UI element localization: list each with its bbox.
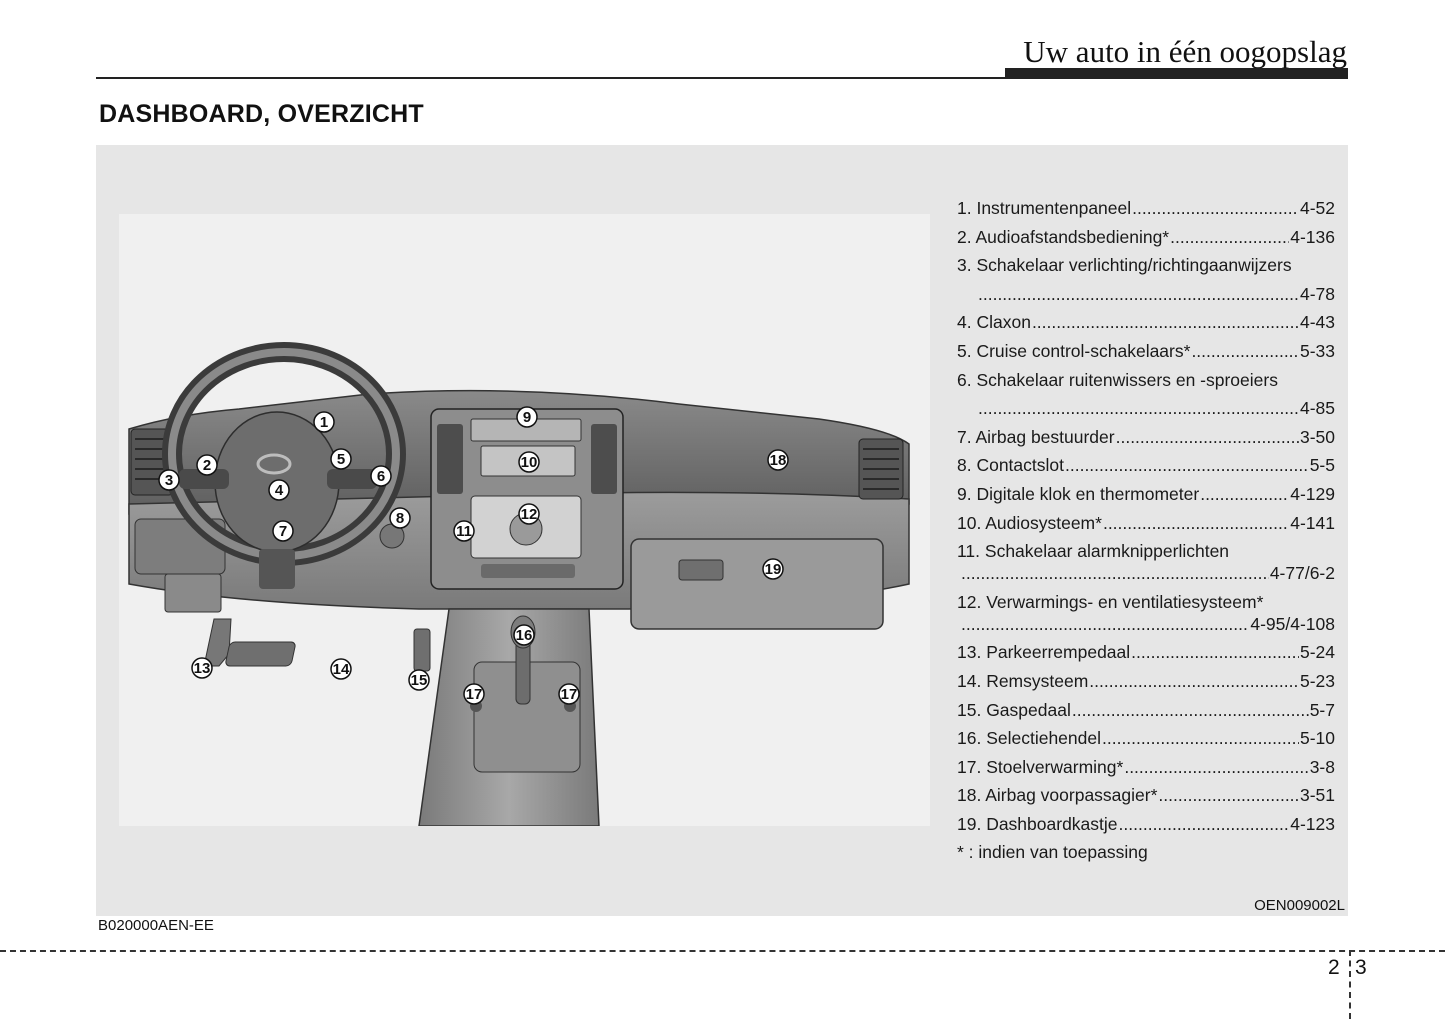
callout-5: 5 (330, 448, 352, 470)
brake-pedal (225, 641, 296, 667)
dashboard-drawing: 1 2 3 4 5 6 7 8 9 10 11 12 13 14 15 16 1… (128, 342, 910, 827)
legend-item-9: 9. Digitale klok en thermometer4-129 (957, 484, 1335, 513)
svg-text:2: 2 (203, 457, 211, 474)
svg-text:8: 8 (396, 510, 404, 527)
svg-text:11: 11 (456, 523, 472, 540)
chapter-title: Uw auto in één oogopslag (1023, 34, 1347, 69)
legend-item-1: 1. Instrumentenpaneel4-52 (957, 198, 1335, 227)
section-title: DASHBOARD, OVERZICHT (99, 100, 424, 128)
svg-text:19: 19 (765, 561, 782, 578)
svg-text:1: 1 (320, 414, 328, 431)
callout-4: 4 (268, 479, 290, 501)
callout-19: 19 (762, 558, 784, 580)
legend-item-18: 18. Airbag voorpassagier*3-51 (957, 785, 1335, 814)
callout-2: 2 (196, 454, 218, 476)
svg-text:12: 12 (521, 506, 538, 523)
callout-9: 9 (516, 406, 538, 428)
callout-17-right: 17 (558, 683, 580, 705)
callout-3: 3 (158, 469, 180, 491)
legend-item-11: 11. Schakelaar alarmknipperlichten (957, 541, 1230, 562)
svg-text:6: 6 (377, 468, 385, 485)
legend-item-19: 19. Dashboardkastje4-123 (957, 814, 1335, 843)
legend-note: * : indien van toepassing (957, 842, 1148, 863)
callout-17-left: 17 (463, 683, 485, 705)
document-code: B020000AEN-EE (98, 917, 214, 934)
legend-item-15: 15. Gaspedaal5-7 (957, 700, 1335, 729)
legend-item-12: 12. Verwarmings- en ventilatiesysteem* (957, 591, 1264, 612)
svg-text:16: 16 (516, 627, 533, 644)
callout-13: 13 (191, 657, 213, 679)
legend-item-14: 14. Remsysteem5-23 (957, 671, 1335, 700)
callout-18: 18 (767, 449, 789, 471)
callout-16: 16 (513, 624, 535, 646)
legend-item-6-page: 4-85 (957, 398, 1335, 427)
header-bar (1005, 68, 1348, 78)
callout-10: 10 (518, 451, 540, 473)
legend-item-3: 3. Schakelaar verlichting/richtingaanwij… (957, 255, 1292, 276)
right-vent-slats (863, 448, 899, 490)
svg-text:13: 13 (194, 660, 211, 677)
svg-text:5: 5 (337, 451, 345, 468)
svg-text:17: 17 (561, 686, 578, 703)
footer-dashed-divider (1349, 950, 1351, 1019)
fuse-cover (164, 573, 222, 613)
footer-dashed-rule (0, 950, 1445, 952)
svg-text:3: 3 (165, 472, 173, 489)
page-number-chapter: 2 (1328, 956, 1340, 979)
svg-text:15: 15 (411, 672, 428, 689)
page-number-page: 3 (1355, 956, 1367, 979)
legend-item-10: 10. Audiosysteem*4-141 (957, 513, 1335, 542)
center-vent-right (591, 424, 617, 494)
accelerator-pedal (413, 628, 431, 672)
center-vent-left (437, 424, 463, 494)
legend-item-7: 7. Airbag bestuurder3-50 (957, 427, 1335, 456)
dashboard-illustration: 1 2 3 4 5 6 7 8 9 10 11 12 13 14 15 16 1… (119, 214, 930, 827)
component-legend: 1. Instrumentenpaneel4-52 2. Audioafstan… (957, 198, 1335, 870)
center-pocket (481, 564, 575, 578)
glovebox (630, 538, 884, 630)
header-rule (96, 77, 1348, 79)
callout-12: 12 (518, 503, 540, 525)
svg-text:7: 7 (279, 523, 287, 540)
left-spoke (179, 469, 229, 489)
legend-item-6: 6. Schakelaar ruitenwissers en -sproeier… (957, 369, 1278, 390)
legend-item-17: 17. Stoelverwarming*3-8 (957, 757, 1335, 786)
callout-7: 7 (272, 520, 294, 542)
svg-text:14: 14 (333, 661, 350, 678)
logo-mark (256, 453, 292, 475)
svg-text:17: 17 (466, 686, 483, 703)
svg-text:10: 10 (521, 454, 538, 471)
svg-text:4: 4 (275, 482, 284, 499)
callout-15: 15 (408, 669, 430, 691)
callout-1: 1 (313, 411, 335, 433)
legend-item-3-page: 4-78 (957, 284, 1335, 313)
glovebox-handle (678, 559, 724, 581)
legend-item-5: 5. Cruise control-schakelaars*5-33 (957, 341, 1335, 370)
figure-code: OEN009002L (1254, 897, 1345, 914)
right-spoke (327, 469, 377, 489)
legend-item-12-page: 4-95/4-108 (957, 614, 1335, 643)
legend-item-13: 13. Parkeerrempedaal5-24 (957, 642, 1335, 671)
svg-text:18: 18 (770, 452, 787, 469)
legend-item-2: 2. Audioafstandsbediening*4-136 (957, 227, 1335, 256)
callout-14: 14 (330, 658, 352, 680)
legend-item-8: 8. Contactslot5-5 (957, 455, 1335, 484)
legend-item-4: 4. Claxon4-43 (957, 312, 1335, 341)
callout-8: 8 (389, 507, 411, 529)
svg-text:9: 9 (523, 409, 531, 426)
callout-11: 11 (453, 520, 475, 542)
legend-item-16: 16. Selectiehendel5-10 (957, 728, 1335, 757)
legend-item-11-page: 4-77/6-2 (957, 563, 1335, 592)
callout-6: 6 (370, 465, 392, 487)
steering-column (259, 549, 295, 589)
